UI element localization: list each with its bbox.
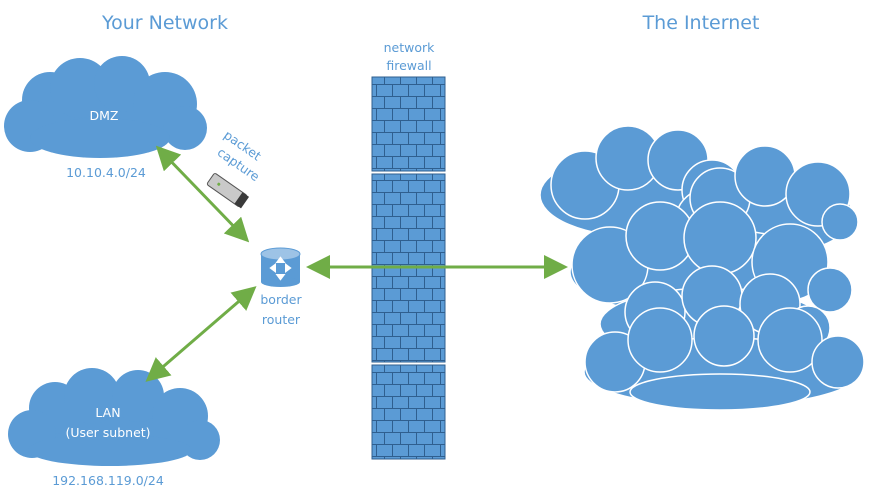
- lan-label-line1: LAN: [95, 405, 120, 420]
- firewall-brick-block-top: [371, 76, 446, 172]
- router-icon: [260, 247, 301, 287]
- internet-cloud: [539, 125, 865, 411]
- your-network-heading: Your Network: [101, 12, 228, 34]
- router-label-line1: border: [260, 292, 302, 307]
- border-router: border router: [260, 247, 302, 327]
- lan-cloud: LAN (User subnet): [8, 368, 220, 466]
- network-firewall: network firewall: [371, 40, 446, 460]
- router-label-line2: router: [262, 312, 301, 327]
- firewall-label-line1: network: [384, 40, 436, 55]
- network-tap-icon: [206, 173, 250, 209]
- firewall-brick-block-bottom: [371, 364, 446, 460]
- packet-capture-device: packet capture: [206, 127, 264, 209]
- dmz-label: DMZ: [90, 108, 119, 123]
- lan-subnet: 192.168.119.0/24: [52, 473, 164, 488]
- connections: [145, 145, 568, 382]
- dmz-router-arrow: [155, 145, 250, 243]
- dmz-cloud: DMZ: [4, 56, 207, 158]
- lan-router-arrow: [145, 286, 257, 382]
- lan-label-line2: (User subnet): [65, 425, 150, 440]
- internet-cloud-bottom: [583, 305, 865, 411]
- firewall-label-line2: firewall: [386, 58, 431, 73]
- dmz-subnet: 10.10.4.0/24: [66, 165, 146, 180]
- the-internet-heading: The Internet: [642, 12, 760, 34]
